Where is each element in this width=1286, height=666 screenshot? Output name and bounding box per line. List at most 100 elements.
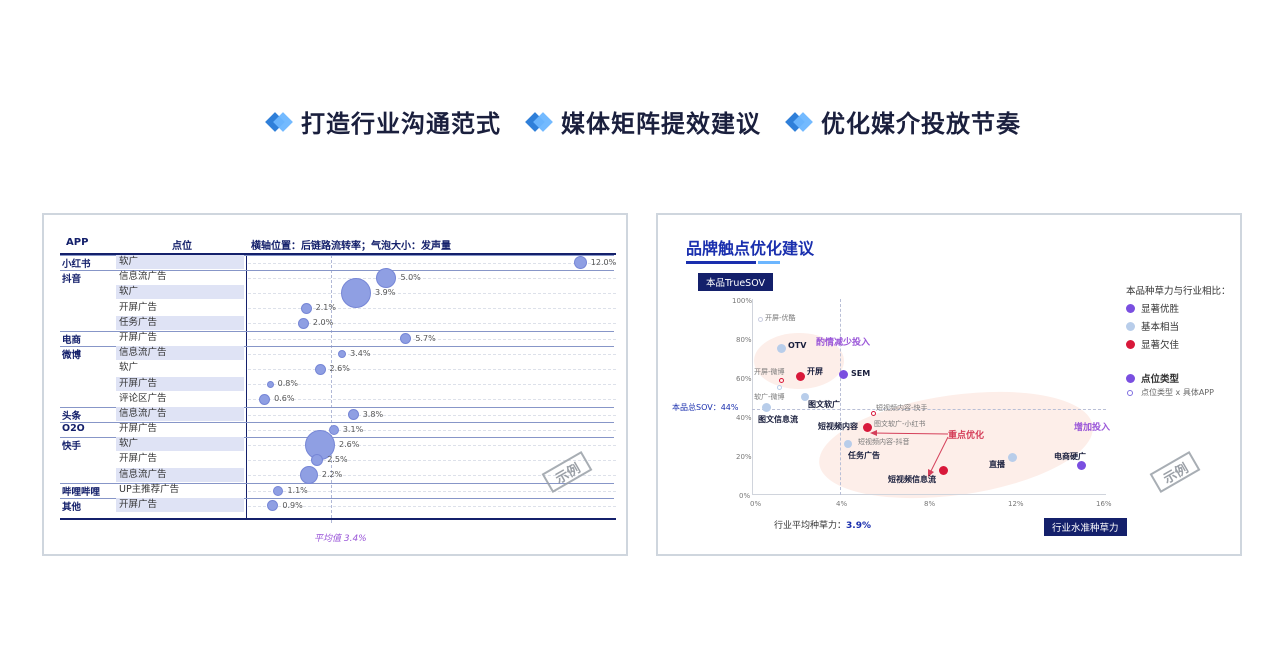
- grid-line: [248, 353, 616, 355]
- point-small-label: 图文软广-小红书: [874, 420, 926, 428]
- average-line: [331, 255, 332, 523]
- headline-text: 打造行业沟通范式: [301, 110, 501, 138]
- legend-dot: [1126, 339, 1135, 349]
- bubble-label: 5.0%: [400, 272, 421, 282]
- bubble-label: 2.6%: [329, 364, 350, 373]
- point-label: 短视频信息流: [888, 475, 936, 484]
- legend-item: 显著优胜: [1126, 301, 1179, 315]
- table-row: 开屏广告: [60, 301, 244, 316]
- point-small-label: 开屏-微博: [754, 368, 785, 376]
- point-tuwen-ruanguang: [801, 393, 809, 401]
- legend-dot: [1126, 321, 1135, 331]
- y-tick: 80%: [736, 336, 752, 344]
- bubble-label: 2.2%: [321, 470, 343, 480]
- legend-item: 点位类型 x 具体APP: [1126, 387, 1214, 398]
- point-duanshipin-xinxiliu: [939, 466, 948, 475]
- bubble: [573, 256, 587, 270]
- grid-line: [248, 293, 616, 294]
- legend-label: 点位类型 x 具体APP: [1141, 388, 1214, 397]
- point-label: 图文软广: [808, 400, 840, 409]
- bubble: [376, 267, 397, 288]
- app-name: 微博: [62, 350, 82, 362]
- grid-line: [248, 445, 616, 446]
- col-app-header: APP: [66, 237, 89, 248]
- x-tick: 16%: [1096, 500, 1112, 508]
- legend-label: 点位类型: [1141, 374, 1180, 385]
- y-axis-badge: 本品TrueSOV: [698, 273, 774, 291]
- bubble-label: 5.7%: [415, 333, 436, 343]
- grid-line: [248, 505, 616, 507]
- position-name: 软广: [116, 255, 244, 269]
- position-name: 信息流广告: [116, 406, 244, 421]
- point-small-label: 短视频内容-快手: [876, 404, 928, 412]
- table-row: 开屏广告: [60, 452, 244, 467]
- legend-dot: [1126, 303, 1135, 313]
- x-axis-badge: 行业水准种草力: [1044, 518, 1127, 536]
- grid-line: [248, 369, 616, 370]
- app-name: O2O: [62, 423, 85, 435]
- table-row: 小红书软广: [60, 255, 614, 270]
- position-name: UP主推荐广告: [119, 483, 180, 495]
- position-name: 信息流广告: [116, 467, 244, 482]
- position-name: 开屏广告: [116, 376, 244, 391]
- axis-title: 横轴位置：后链路流转率；气泡大小：发声量: [251, 241, 451, 252]
- y-tick: 0%: [739, 492, 751, 500]
- headline-text: 优化媒介投放节奏: [821, 110, 1021, 138]
- point-ring: [871, 411, 876, 416]
- col-position-header: 点位: [172, 241, 192, 252]
- x-axis: [752, 494, 1106, 495]
- point-ring: [779, 378, 784, 383]
- point-label: 图文信息流: [758, 415, 798, 424]
- bubble: [266, 380, 274, 388]
- y-tick: 40%: [736, 414, 752, 422]
- table-row: 抖音信息流广告: [60, 270, 614, 286]
- x-tick: 8%: [924, 500, 936, 508]
- grid-line: [248, 475, 616, 477]
- table-row: 微博信息流广告: [60, 346, 614, 362]
- bubble: [311, 454, 324, 467]
- legend-item: 点位类型: [1126, 371, 1179, 385]
- headline-text: 媒体矩阵提效建议: [561, 110, 761, 138]
- grid-line: [248, 399, 616, 401]
- bubble: [338, 349, 347, 358]
- bubble-label: 0.9%: [282, 500, 303, 510]
- grid-line: [248, 414, 616, 416]
- panel-title: 品牌触点优化建议: [686, 239, 815, 258]
- title-underline-accent: [758, 261, 780, 264]
- app-name: 头条: [62, 410, 82, 422]
- y-tick: 100%: [732, 297, 753, 305]
- y-axis: [752, 299, 753, 495]
- position-name: 开屏广告: [116, 498, 244, 512]
- bubble-label: 2.6%: [339, 440, 360, 449]
- headline-item: 打造行业沟通范式: [265, 104, 501, 139]
- bubble: [341, 278, 371, 308]
- grid-line: [248, 429, 616, 431]
- left-panel: APP 点位 横轴位置：后链路流转率；气泡大小：发声量 小红书软广抖音信息流广告…: [42, 213, 628, 556]
- sov-label: 本品总SOV：44%: [672, 403, 739, 412]
- bubble-label: 12.0%: [590, 257, 617, 267]
- app-name: 抖音: [62, 274, 82, 286]
- bubble: [267, 500, 279, 512]
- arrow-icon: [870, 430, 949, 477]
- point-label: 电商硬广: [1054, 452, 1086, 461]
- chart-axis-line: [246, 255, 247, 519]
- point-dianshang: [1077, 461, 1086, 470]
- grid-line: [248, 262, 616, 264]
- legend-title: 本品种草力与行业相比：: [1126, 286, 1231, 297]
- legend-dot: [1126, 373, 1135, 383]
- table-row: 评论区广告: [60, 392, 244, 407]
- point-small-label: 软广-微博: [754, 393, 785, 401]
- bubble-label: 3.9%: [375, 288, 396, 297]
- bubble-label: 2.0%: [312, 318, 334, 328]
- bubble: [273, 485, 284, 496]
- grid-line: [248, 277, 616, 279]
- table-row: 快手软广: [60, 437, 614, 452]
- sample-stamp: 示例: [1149, 450, 1201, 494]
- legend-item: 显著欠佳: [1126, 337, 1179, 351]
- position-name: 开屏广告: [119, 453, 158, 465]
- headline-item: 媒体矩阵提效建议: [525, 104, 761, 139]
- x-tick: 4%: [836, 500, 848, 508]
- bubble: [259, 393, 271, 405]
